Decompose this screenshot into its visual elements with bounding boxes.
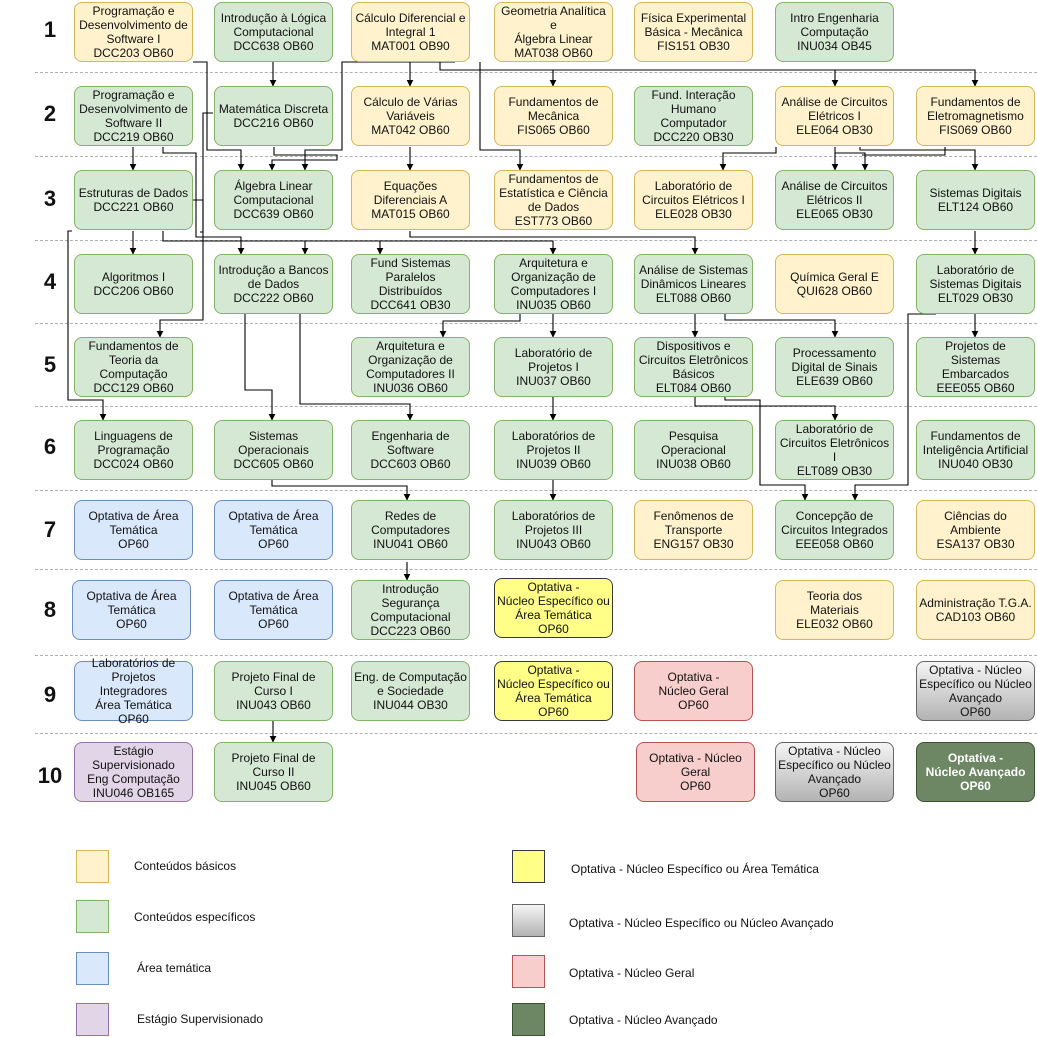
course-optativa-especifico-tematica-2[interactable]: Optativa - Núcleo Específico ou Área Tem… [494, 661, 613, 721]
course-ele028[interactable]: Laboratório de Circuitos Elétricos I ELE… [634, 170, 753, 230]
course-dcc203[interactable]: Programação e Desenvolvimento de Softwar… [74, 2, 193, 62]
course-optativa-tematica-2[interactable]: Optativa de Área Temática OP60 [214, 500, 333, 560]
row-number-7: 7 [43, 517, 57, 542]
course-eee058[interactable]: Concepção de Circuitos Integrados EEE058… [775, 500, 894, 560]
legend-label-thematic: Área temática [137, 961, 212, 975]
course-dcc603[interactable]: Engenharia de Software DCC603 OB60 [351, 420, 470, 480]
course-dcc638[interactable]: Introdução à Lógica Computacional DCC638… [214, 2, 333, 62]
course-mat015[interactable]: Equações Diferenciais A MAT015 OB60 [351, 170, 470, 230]
course-dcc024[interactable]: Linguagens de Programação DCC024 OB60 [74, 420, 193, 480]
course-dcc216[interactable]: Matemática Discreta DCC216 OB60 [214, 86, 333, 146]
course-inu043-lab3[interactable]: Laboratórios de Projetos III INU043 OB60 [494, 500, 613, 560]
course-optativa-especifico-avancado-2[interactable]: Optativa - Núcleo Específico ou Núcleo A… [775, 742, 894, 802]
course-est773[interactable]: Fundamentos de Estatística e Ciência de … [494, 170, 613, 230]
course-fis069[interactable]: Fundamentos de Eletromagnetismo FIS069 O… [916, 86, 1035, 146]
course-dcc222[interactable]: Introdução a Bancos de Dados DCC222 OB60 [214, 254, 333, 314]
legend-swatch-thematic [76, 952, 109, 985]
prerequisite-arrows [67, 61, 979, 743]
row-number-9: 9 [43, 682, 57, 707]
course-optativa-especifico-tematica-1[interactable]: Optativa - Núcleo Específico ou Área Tem… [494, 578, 613, 638]
legend-swatch-opt-specific-thematic [512, 850, 545, 883]
course-dcc641[interactable]: Fund Sistemas Paralelos Distribuídos DCC… [351, 254, 470, 314]
legend-label-basic: Conteúdos básicos [134, 859, 237, 873]
legend-label-opt-specific-advanced: Optativa - Núcleo Específico ou Núcleo A… [569, 916, 834, 930]
row-number-4: 4 [43, 269, 57, 294]
course-ele064[interactable]: Análise de Circuitos Elétricos I ELE064 … [775, 86, 894, 146]
course-elt029[interactable]: Laboratório de Sistemas Digitais ELT029 … [916, 254, 1035, 314]
legend-label-opt-general: Optativa - Núcleo Geral [569, 966, 695, 980]
course-eng157[interactable]: Fenômenos de Transporte ENG157 OB30 [634, 500, 753, 560]
course-eee055[interactable]: Projetos de Sistemas Embarcados EEE055 O… [916, 337, 1035, 397]
course-mat038[interactable]: Geometria Analítica e Álgebra Linear MAT… [494, 2, 613, 62]
legend-label-opt-specific-thematic: Optativa - Núcleo Específico ou Área Tem… [571, 862, 819, 876]
course-inu038[interactable]: Pesquisa Operacional INU038 OB60 [634, 420, 753, 480]
course-inu036[interactable]: Arquitetura e Organização de Computadore… [351, 337, 470, 397]
course-optativa-tematica-4[interactable]: Optativa de Área Temática OP60 [214, 580, 333, 640]
course-optativa-avancado[interactable]: Optativa - Núcleo Avançado OP60 [916, 742, 1035, 802]
course-elt088[interactable]: Análise de Sistemas Dinâmicos Lineares E… [634, 254, 753, 314]
legend-swatch-basic [76, 850, 109, 883]
course-optativa-tematica-1[interactable]: Optativa de Área Temática OP60 [74, 500, 193, 560]
course-dcc223[interactable]: Introdução Segurança Computacional DCC22… [351, 580, 470, 640]
course-fis151[interactable]: Física Experimental Básica - Mecânica FI… [634, 2, 753, 62]
course-inu043-pfc1[interactable]: Projeto Final de Curso I INU043 OB60 [214, 661, 333, 721]
legend-label-specific: Conteúdos específicos [134, 910, 256, 924]
row-number-10: 10 [37, 763, 63, 788]
course-elt089[interactable]: Laboratório de Circuitos Eletrônicos I E… [775, 420, 894, 480]
course-optativa-especifico-avancado-1[interactable]: Optativa - Núcleo Específico ou Núcleo A… [916, 661, 1035, 721]
course-ele032[interactable]: Teoria dos Materiais ELE032 OB60 [775, 580, 894, 640]
course-elt084[interactable]: Dispositivos e Circuitos Eletrônicos Bás… [634, 337, 753, 397]
course-dcc219[interactable]: Programação e Desenvolvimento de Softwar… [74, 86, 193, 146]
course-dcc206[interactable]: Algoritmos I DCC206 OB60 [74, 254, 193, 314]
legend-swatch-specific [76, 900, 109, 933]
legend-swatch-opt-general [512, 955, 545, 988]
row-number-5: 5 [43, 352, 57, 377]
course-ele065[interactable]: Análise de Circuitos Elétricos II ELE065… [775, 170, 894, 230]
course-ele639[interactable]: Processamento Digital de Sinais ELE639 O… [775, 337, 894, 397]
course-qui628[interactable]: Química Geral E QUI628 OB60 [775, 254, 894, 314]
course-inu034[interactable]: Intro Engenharia Computação INU034 OB45 [775, 2, 894, 62]
course-mat042[interactable]: Cálculo de Várias Variáveis MAT042 OB60 [351, 86, 470, 146]
row-number-6: 6 [43, 434, 57, 459]
legend-label-opt-advanced: Optativa - Núcleo Avançado [569, 1013, 718, 1027]
course-dcc605[interactable]: Sistemas Operacionais DCC605 OB60 [214, 420, 333, 480]
course-cad103[interactable]: Administração T.G.A. CAD103 OB60 [916, 580, 1035, 640]
course-optativa-geral-1[interactable]: Optativa - Núcleo Geral OP60 [634, 661, 753, 721]
course-dcc639[interactable]: Álgebra Linear Computacional DCC639 OB60 [214, 170, 333, 230]
course-dcc220[interactable]: Fund. Interação Humano Computador DCC220… [634, 86, 753, 146]
legend-swatch-opt-specific-advanced [512, 904, 545, 937]
course-inu037[interactable]: Laboratório de Projetos I INU037 OB60 [494, 337, 613, 397]
course-inu041[interactable]: Redes de Computadores INU041 OB60 [351, 500, 470, 560]
course-inu046[interactable]: Estágio Supervisionado Eng Computação IN… [74, 742, 193, 802]
course-fis065[interactable]: Fundamentos de Mecânica FIS065 OB60 [494, 86, 613, 146]
course-elt124[interactable]: Sistemas Digitais ELT124 OB60 [916, 170, 1035, 230]
course-lab-projetos-integradores[interactable]: Laboratórios de Projetos Integradores Ár… [74, 656, 193, 726]
course-optativa-tematica-3[interactable]: Optativa de Área Temática OP60 [72, 580, 191, 640]
course-inu035[interactable]: Arquitetura e Organização de Computadore… [494, 254, 613, 314]
legend-swatch-opt-advanced [512, 1003, 545, 1036]
course-optativa-geral-2[interactable]: Optativa - Núcleo Geral OP60 [636, 742, 755, 802]
course-dcc221[interactable]: Estruturas de Dados DCC221 OB60 [74, 170, 193, 230]
row-number-8: 8 [43, 597, 57, 622]
legend-label-internship: Estágio Supervisionado [137, 1012, 264, 1026]
row-number-2: 2 [43, 101, 57, 126]
course-esa137[interactable]: Ciências do Ambiente ESA137 OB30 [916, 500, 1035, 560]
legend-swatch-internship [76, 1003, 109, 1036]
course-dcc129[interactable]: Fundamentos de Teoria da Computação DCC1… [74, 337, 193, 397]
course-inu044[interactable]: Eng. de Computação e Sociedade INU044 OB… [351, 661, 470, 721]
course-inu039[interactable]: Laboratórios de Projetos II INU039 OB60 [494, 420, 613, 480]
row-number-1: 1 [43, 17, 57, 42]
course-mat001[interactable]: Cálculo Diferencial e Integral 1 MAT001 … [351, 2, 470, 62]
row-number-3: 3 [43, 186, 57, 211]
course-inu045[interactable]: Projeto Final de Curso II INU045 OB60 [214, 742, 333, 802]
course-inu040[interactable]: Fundamentos de Inteligência Artificial I… [916, 420, 1035, 480]
